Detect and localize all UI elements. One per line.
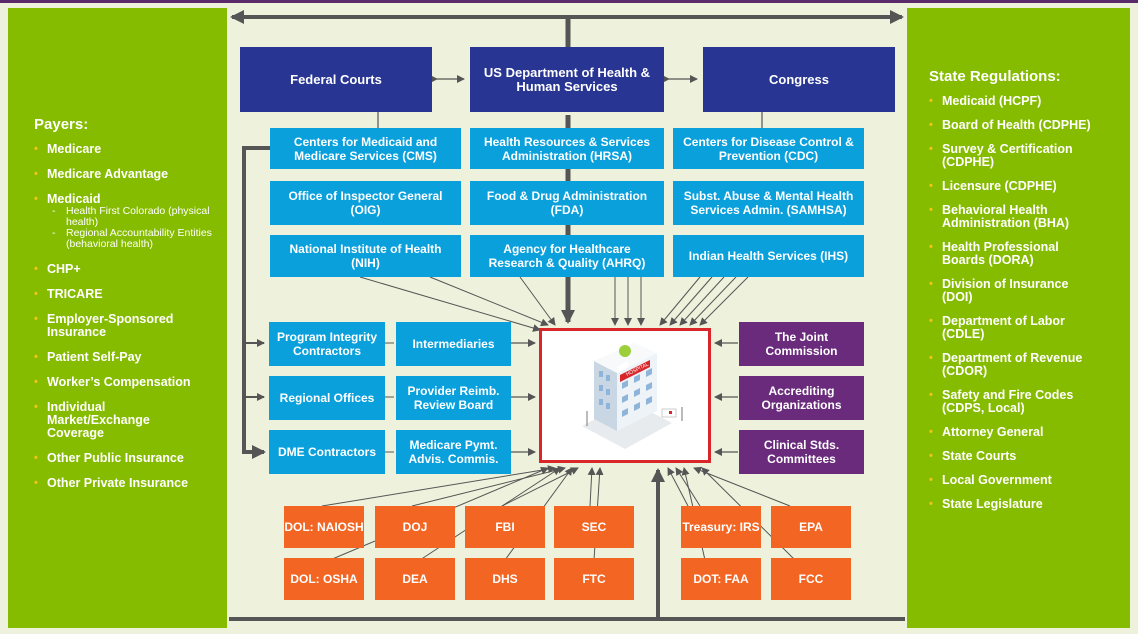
treasury-irs-box: Treasury: IRS xyxy=(681,506,761,548)
cdc-box: Centers for Disease Control & Prevention… xyxy=(673,128,864,169)
regional-offices-box: Regional Offices xyxy=(269,376,385,420)
bullet-icon: • xyxy=(929,119,933,131)
dol-naiosh-box: DOL: NAIOSH xyxy=(284,506,364,548)
state-item: •Local Government xyxy=(929,473,1052,487)
sec-box: SEC xyxy=(554,506,634,548)
payer-subitem: -Regional Accountability Entities (behav… xyxy=(52,227,212,250)
doj-box: DOJ xyxy=(375,506,455,548)
state-item: •Behavioral Health Administration (BHA) xyxy=(929,203,1070,230)
state-item: •State Legislature xyxy=(929,497,1043,511)
bullet-icon: • xyxy=(34,452,38,464)
ihs-box: Indian Health Services (IHS) xyxy=(673,235,864,277)
samhsa-box: Subst. Abuse & Mental Health Services Ad… xyxy=(673,181,864,225)
bullet-icon: • xyxy=(929,143,933,155)
state-regulations-list: •Medicaid (HCPF) •Board of Health (CDPHE… xyxy=(929,95,1109,511)
bullet-icon: • xyxy=(929,95,933,107)
bullet-icon: • xyxy=(34,313,38,325)
clinical-standards-committees-box: Clinical Stds. Committees xyxy=(739,430,864,474)
payer-subitem: -Health First Colorado (physical health) xyxy=(52,205,210,228)
dme-contractors-box: DME Contractors xyxy=(269,430,385,474)
bullet-icon: • xyxy=(929,474,933,486)
bullet-icon: • xyxy=(929,352,933,364)
hhs-box: US Department of Health & Human Services xyxy=(470,47,664,112)
epa-box: EPA xyxy=(771,506,851,548)
intermediaries-box: Intermediaries xyxy=(396,322,511,366)
state-regulations-panel: State Regulations: •Medicaid (HCPF) •Boa… xyxy=(907,8,1130,628)
bullet-icon: • xyxy=(929,450,933,462)
bullet-icon: • xyxy=(929,389,933,401)
fcc-box: FCC xyxy=(771,558,851,600)
payer-item: •Medicare Advantage xyxy=(34,167,169,181)
dhs-box: DHS xyxy=(465,558,545,600)
state-item: •Department of Revenue (CDOR) xyxy=(929,351,1083,378)
hospital-icon: HOSPITAL xyxy=(582,343,683,449)
bullet-icon: • xyxy=(34,477,38,489)
state-item: •Health Professional Boards (DORA) xyxy=(929,240,1059,267)
oig-box: Office of Inspector General (OIG) xyxy=(270,181,461,225)
fbi-box: FBI xyxy=(465,506,545,548)
ahrq-box: Agency for Healthcare Research & Quality… xyxy=(470,235,664,277)
payer-item: •Worker’s Compensation xyxy=(34,375,191,389)
payer-item: •Medicare xyxy=(34,142,102,156)
state-item: •Safety and Fire Codes (CDPS, Local) xyxy=(929,388,1074,415)
payers-title: Payers: xyxy=(34,116,89,133)
nih-box: National Institute of Health (NIH) xyxy=(270,235,461,277)
payer-item: •Medicaid -Health First Colorado (physic… xyxy=(34,193,227,250)
state-item: •Department of Labor (CDLE) xyxy=(929,314,1065,341)
bullet-icon: • xyxy=(34,143,38,155)
bullet-icon: • xyxy=(929,278,933,290)
bullet-icon: • xyxy=(34,263,38,275)
payer-item: •Other Public Insurance xyxy=(34,451,184,465)
accrediting-organizations-box: Accrediting Organizations xyxy=(739,376,864,420)
state-item: •Survey & Certification (CDPHE) xyxy=(929,142,1073,169)
bullet-icon: • xyxy=(929,241,933,253)
cms-box: Centers for Medicaid and Medicare Servic… xyxy=(270,128,461,169)
bullet-icon: • xyxy=(34,376,38,388)
joint-commission-box: The Joint Commission xyxy=(739,322,864,366)
bullet-icon: • xyxy=(34,193,38,205)
bullet-icon: • xyxy=(929,426,933,438)
payer-item: •Other Private Insurance xyxy=(34,476,189,490)
state-item: •Medicaid (HCPF) xyxy=(929,94,1042,108)
bullet-icon: • xyxy=(929,204,933,216)
state-regulations-title: State Regulations: xyxy=(929,68,1061,85)
bullet-icon: • xyxy=(929,315,933,327)
payer-item: •Patient Self-Pay xyxy=(34,350,142,364)
top-accent-bar xyxy=(0,0,1138,3)
dea-box: DEA xyxy=(375,558,455,600)
ftc-box: FTC xyxy=(554,558,634,600)
state-item: •Attorney General xyxy=(929,425,1044,439)
hospital-box: HOSPITAL xyxy=(539,328,711,463)
bullet-icon: • xyxy=(34,288,38,300)
dol-osha-box: DOL: OSHA xyxy=(284,558,364,600)
bullet-icon: • xyxy=(34,168,38,180)
state-item: •Licensure (CDPHE) xyxy=(929,179,1057,193)
hrsa-box: Health Resources & Services Administrati… xyxy=(470,128,664,169)
payers-panel: Payers: •Medicare •Medicare Advantage •M… xyxy=(8,8,227,628)
payers-list: •Medicare •Medicare Advantage •Medicaid … xyxy=(34,143,227,490)
dot-faa-box: DOT: FAA xyxy=(681,558,761,600)
bullet-icon: • xyxy=(34,351,38,363)
bullet-icon: • xyxy=(34,401,38,413)
bullet-icon: • xyxy=(929,180,933,192)
program-integrity-contractors-box: Program Integrity Contractors xyxy=(269,322,385,366)
payer-item: •Employer-Sponsored Insurance xyxy=(34,312,174,339)
state-item: •Board of Health (CDPHE) xyxy=(929,118,1091,132)
provider-reimb-review-board-box: Provider Reimb. Review Board xyxy=(396,376,511,420)
congress-box: Congress xyxy=(703,47,895,112)
fda-box: Food & Drug Administration (FDA) xyxy=(470,181,664,225)
state-item: •State Courts xyxy=(929,449,1017,463)
payer-item: •TRICARE xyxy=(34,287,103,301)
payer-item: •Individual Market/Exchange Coverage xyxy=(34,400,150,440)
bullet-icon: • xyxy=(929,498,933,510)
federal-courts-box: Federal Courts xyxy=(240,47,432,112)
medicare-payment-advisory-box: Medicare Pymt. Advis. Commis. xyxy=(396,430,511,474)
state-item: •Division of Insurance (DOI) xyxy=(929,277,1069,304)
payer-item: •CHP+ xyxy=(34,262,81,276)
